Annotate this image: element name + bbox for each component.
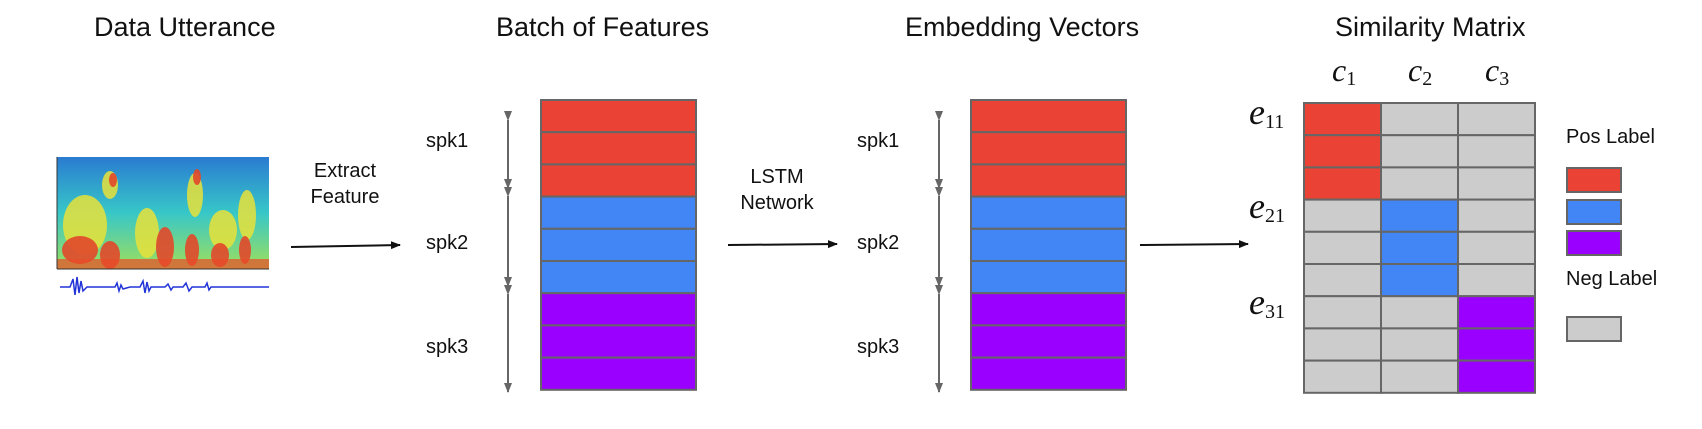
batch-spk2-label: spk2 xyxy=(426,232,469,254)
lstm-arrow xyxy=(727,240,838,249)
embedding-vector-row xyxy=(970,227,1127,263)
similarity-cell xyxy=(1457,134,1536,169)
batch-feature-row xyxy=(540,324,697,359)
batch-feature-stack xyxy=(540,99,697,391)
batch-feature-row xyxy=(540,131,697,166)
similarity-cell xyxy=(1303,295,1382,330)
embedding-vector-row xyxy=(970,195,1127,230)
similarity-cell xyxy=(1303,134,1382,169)
batch-feature-row xyxy=(540,227,697,263)
similarity-cell xyxy=(1457,359,1536,394)
legend-pos-swatch-spk1 xyxy=(1566,167,1622,193)
batch-feature-row xyxy=(540,356,697,391)
embedding-vector-row xyxy=(970,99,1127,134)
matrix-row-e21: e21 xyxy=(1249,186,1285,227)
similarity-cell xyxy=(1457,102,1536,137)
legend-neg-label: Neg Label xyxy=(1566,268,1658,290)
similarity-cell xyxy=(1303,230,1382,266)
embedding-vector-row xyxy=(970,260,1127,295)
embedding-vector-row xyxy=(970,131,1127,166)
title-data-utterance: Data Utterance xyxy=(94,12,276,42)
extract-arrow xyxy=(290,241,401,250)
matrix-col-c2: c2 xyxy=(1408,52,1433,90)
legend-pos-swatch-spk2 xyxy=(1566,199,1622,225)
title-embedding-vectors: Embedding Vectors xyxy=(905,12,1140,42)
batch-feature-row xyxy=(540,260,697,295)
title-batch-of-features: Batch of Features xyxy=(496,12,710,42)
batch-feature-row xyxy=(540,292,697,327)
matrix-row-e31: e31 xyxy=(1249,282,1285,323)
legend-neg-swatch xyxy=(1566,316,1622,342)
similarity-arrow xyxy=(1139,240,1249,249)
embedding-vector-row xyxy=(970,356,1127,391)
similarity-cell xyxy=(1303,327,1382,362)
lstm-network-label: LSTM Network xyxy=(722,164,832,216)
similarity-cell xyxy=(1380,198,1459,233)
batch-feature-row xyxy=(540,163,697,198)
embedding-vector-row xyxy=(970,324,1127,359)
batch-spk1-label: spk1 xyxy=(426,130,469,152)
embedding-spk1-label: spk1 xyxy=(857,130,900,152)
similarity-cell xyxy=(1457,295,1536,330)
extract-feature-line1: Extract xyxy=(313,160,377,182)
lstm-network-line2: Network xyxy=(740,192,814,214)
similarity-cell xyxy=(1380,359,1459,394)
similarity-cell xyxy=(1380,166,1459,201)
batch-feature-row xyxy=(540,99,697,134)
similarity-cell xyxy=(1457,166,1536,201)
similarity-cell xyxy=(1380,102,1459,137)
matrix-row-e11: e11 xyxy=(1249,92,1285,133)
embedding-vector-row xyxy=(970,163,1127,198)
matrix-col-c3: c3 xyxy=(1485,52,1510,90)
legend-swatches xyxy=(1566,167,1622,342)
lstm-network-line1: LSTM xyxy=(750,166,804,188)
spectrogram-image xyxy=(55,155,273,296)
legend-pos-label: Pos Label xyxy=(1566,126,1655,148)
legend-pos-swatch-spk3 xyxy=(1566,230,1622,256)
similarity-cell xyxy=(1457,327,1536,362)
embedding-spk2-label: spk2 xyxy=(857,232,900,254)
similarity-cell xyxy=(1303,198,1382,233)
similarity-cell xyxy=(1380,230,1459,266)
embedding-spk3-label: spk3 xyxy=(857,336,900,358)
extract-feature-label: Extract Feature xyxy=(290,158,400,210)
similarity-cell xyxy=(1303,102,1382,137)
similarity-matrix-grid xyxy=(1303,102,1536,394)
similarity-cell xyxy=(1303,166,1382,201)
embedding-vector-stack xyxy=(970,99,1127,391)
similarity-cell xyxy=(1380,263,1459,298)
batch-spk3-label: spk3 xyxy=(426,336,469,358)
title-similarity-matrix: Similarity Matrix xyxy=(1335,12,1526,42)
similarity-cell xyxy=(1380,134,1459,169)
similarity-cell xyxy=(1303,263,1382,298)
extract-feature-line2: Feature xyxy=(310,186,380,208)
similarity-cell xyxy=(1457,263,1536,298)
matrix-col-c1: c1 xyxy=(1332,52,1357,90)
similarity-cell xyxy=(1457,198,1536,233)
embedding-vector-row xyxy=(970,292,1127,327)
similarity-cell xyxy=(1457,230,1536,266)
similarity-cell xyxy=(1380,295,1459,330)
batch-feature-row xyxy=(540,195,697,230)
similarity-cell xyxy=(1303,359,1382,394)
similarity-cell xyxy=(1380,327,1459,362)
